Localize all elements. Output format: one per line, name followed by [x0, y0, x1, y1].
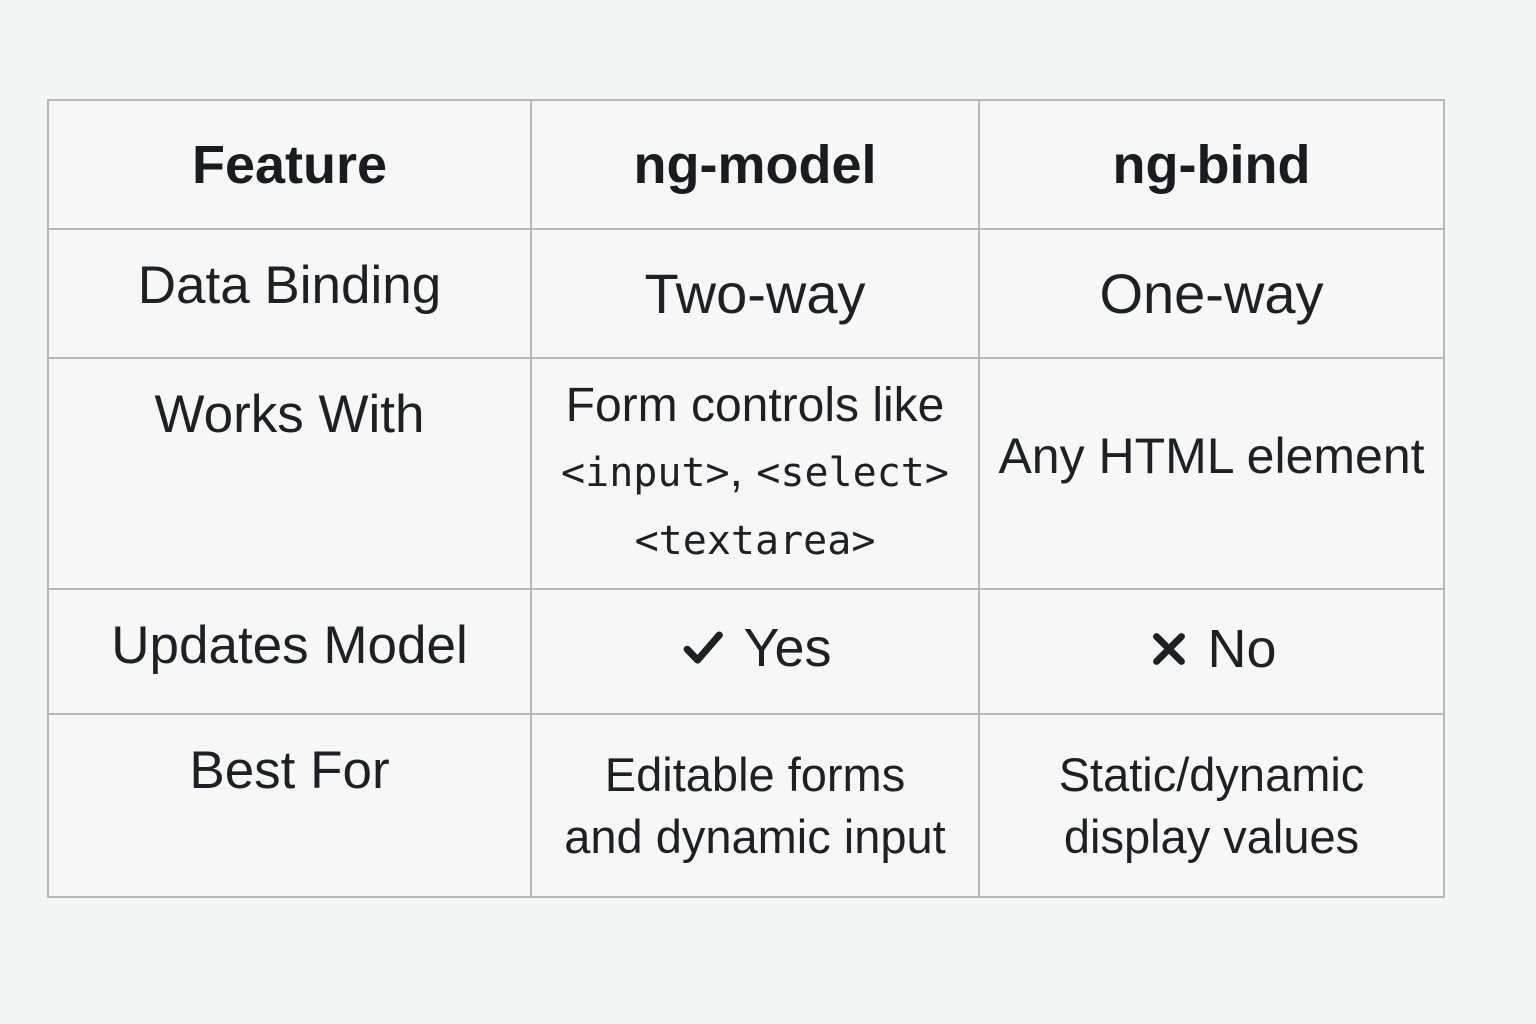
code-select-tag: <select> — [756, 450, 949, 496]
best-for-ng-bind-line2: display values — [1063, 809, 1360, 863]
cell-works-with-ng-model: Form controls like <input>, <select> <te… — [530, 357, 980, 590]
best-for-ng-bind-line1: Static/dynamic — [1058, 747, 1365, 801]
x-icon — [1146, 626, 1192, 672]
row-label-works-with: Works With — [47, 357, 532, 590]
best-for-ng-model-line2: and dynamic input — [564, 809, 946, 863]
code-textarea-tag: <textarea> — [634, 518, 876, 564]
check-icon — [678, 623, 728, 673]
no-value: No — [1146, 618, 1277, 680]
header-feature: Feature — [47, 99, 532, 230]
header-ng-model: ng-model — [530, 99, 980, 230]
works-with-text: Form controls like — [565, 379, 945, 432]
cell-updates-model-ng-bind: No — [978, 588, 1445, 715]
code-input-tag: <input> — [561, 450, 730, 496]
table-row-data-binding: Data Binding Two-way One-way — [47, 228, 1445, 359]
table-row-updates-model: Updates Model Yes — [47, 588, 1445, 715]
header-row: Feature ng-model ng-bind — [47, 99, 1445, 230]
row-label-best-for: Best For — [47, 713, 532, 898]
cell-updates-model-ng-model: Yes — [530, 588, 980, 715]
row-label-updates-model: Updates Model — [47, 588, 532, 715]
row-label-data-binding: Data Binding — [47, 228, 532, 359]
cell-data-binding-ng-model: Two-way — [530, 228, 980, 359]
cell-works-with-ng-bind: Any HTML element — [978, 357, 1445, 590]
comparison-table-container: Feature ng-model ng-bind Data Binding Tw… — [47, 99, 1445, 898]
no-label: No — [1207, 619, 1277, 679]
header-ng-bind: ng-bind — [978, 99, 1445, 230]
code-separator: , — [729, 444, 757, 497]
cell-best-for-ng-bind: Static/dynamic display values — [978, 713, 1445, 898]
table-row-works-with: Works With Form controls like <input>, <… — [47, 357, 1445, 590]
cell-best-for-ng-model: Editable forms and dynamic input — [530, 713, 980, 898]
yes-label: Yes — [743, 618, 832, 678]
ng-model-vs-ng-bind-table: Feature ng-model ng-bind Data Binding Tw… — [47, 99, 1445, 898]
cell-data-binding-ng-bind: One-way — [978, 228, 1445, 359]
table-row-best-for: Best For Editable forms and dynamic inpu… — [47, 713, 1445, 898]
yes-value: Yes — [678, 617, 832, 679]
best-for-ng-model-line1: Editable forms — [604, 747, 906, 801]
